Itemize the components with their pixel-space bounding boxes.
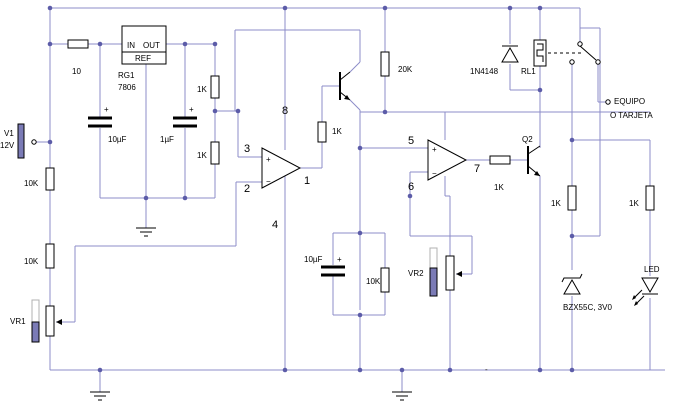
resistor-10k-a-label: 10K [24, 179, 39, 188]
potentiometer-vr1 [31, 299, 62, 343]
op-amp-1: + − [261, 147, 302, 189]
svg-text:−: − [432, 169, 437, 178]
q2-label: Q2 [522, 135, 533, 144]
resistor-1k-d-label: 1K [494, 183, 504, 192]
resistor-10-body [67, 39, 89, 49]
zener-label: BZX55C, 3V0 [563, 303, 612, 312]
resistor-1k-d [489, 155, 511, 165]
pin-3: 3 [244, 143, 250, 155]
capacitor-c1 [88, 116, 112, 128]
v1-value: 12V [0, 141, 15, 150]
resistor-1k-e-label: 1K [551, 199, 561, 208]
vr2-label: VR2 [408, 269, 424, 278]
resistor-1k-e [567, 185, 577, 211]
ground-symbol-3 [392, 391, 412, 401]
capacitor-c2 [173, 116, 197, 128]
pin-1: 1 [304, 175, 310, 187]
resistor-1k-f [645, 185, 655, 211]
ground-symbol-1 [90, 391, 110, 401]
pin-5: 5 [408, 135, 414, 147]
svg-text:+: + [266, 155, 271, 164]
resistor-1k-a-label: 1K [197, 85, 207, 94]
resistor-10k-c [380, 267, 390, 293]
capacitor-c3 [321, 265, 345, 277]
regulator-name: RG1 [118, 71, 135, 80]
resistor-1k-b [210, 141, 220, 165]
potentiometer-vr2 [429, 247, 462, 297]
resistor-20k-label: 20K [398, 65, 413, 74]
ground-symbol-2 [136, 227, 156, 237]
diode-1n4148 [501, 45, 519, 63]
regulator-part: 7806 [118, 83, 136, 92]
output-label-1: EQUIPO [614, 97, 645, 106]
c3-plus: + [337, 255, 342, 264]
transistor-q1 [339, 71, 351, 101]
resistor-10k-a [45, 167, 55, 191]
v1-label: V1 [4, 129, 14, 138]
junction-dots [47, 5, 575, 373]
relay-label: RL1 [521, 67, 536, 76]
pin-2: 2 [244, 183, 250, 195]
resistor-1k-c-label: 1K [332, 127, 342, 136]
c1-label: 10µF [108, 135, 127, 144]
resistor-10k-b [45, 243, 55, 269]
wires [34, 7, 665, 392]
led-label: LED [644, 265, 660, 274]
svg-text:IN: IN [127, 41, 135, 50]
relay-switch [569, 41, 611, 105]
c2-plus: + [189, 105, 194, 114]
op-amp-2: + − [427, 139, 468, 181]
resistor-1k-f-label: 1K [629, 199, 639, 208]
output-label-2: O TARJETA [610, 111, 653, 120]
resistor-1k-b-label: 1K [197, 151, 207, 160]
svg-text:OUT: OUT [143, 41, 160, 50]
led-diode [632, 277, 659, 306]
transistor-q2 [527, 145, 541, 177]
svg-text:−: − [266, 177, 271, 186]
pin-6: 6 [408, 181, 414, 193]
pin-4: 4 [272, 219, 278, 231]
c1-plus: + [104, 105, 109, 114]
pin-7: 7 [474, 163, 480, 175]
resistor-10-label: 10 [72, 67, 81, 76]
resistor-1k-a [210, 75, 220, 99]
zener-diode [561, 273, 583, 295]
resistor-20k [380, 51, 390, 77]
vr1-label: VR1 [10, 317, 26, 326]
battery-v1 [17, 123, 37, 159]
minus-label: - [485, 365, 488, 374]
relay-coil [533, 39, 584, 67]
resistor-1k-c [317, 121, 327, 143]
c3-label: 10µF [304, 255, 323, 264]
svg-text:+: + [432, 145, 437, 154]
pin-8: 8 [282, 105, 288, 117]
resistor-10k-c-label: 10K [366, 277, 381, 286]
svg-text:REF: REF [135, 54, 151, 63]
diode-label: 1N4148 [470, 67, 499, 76]
c2-label: 1µF [160, 135, 174, 144]
resistor-10k-b-label: 10K [24, 257, 39, 266]
regulator-rg1: IN OUT REF [121, 25, 167, 65]
